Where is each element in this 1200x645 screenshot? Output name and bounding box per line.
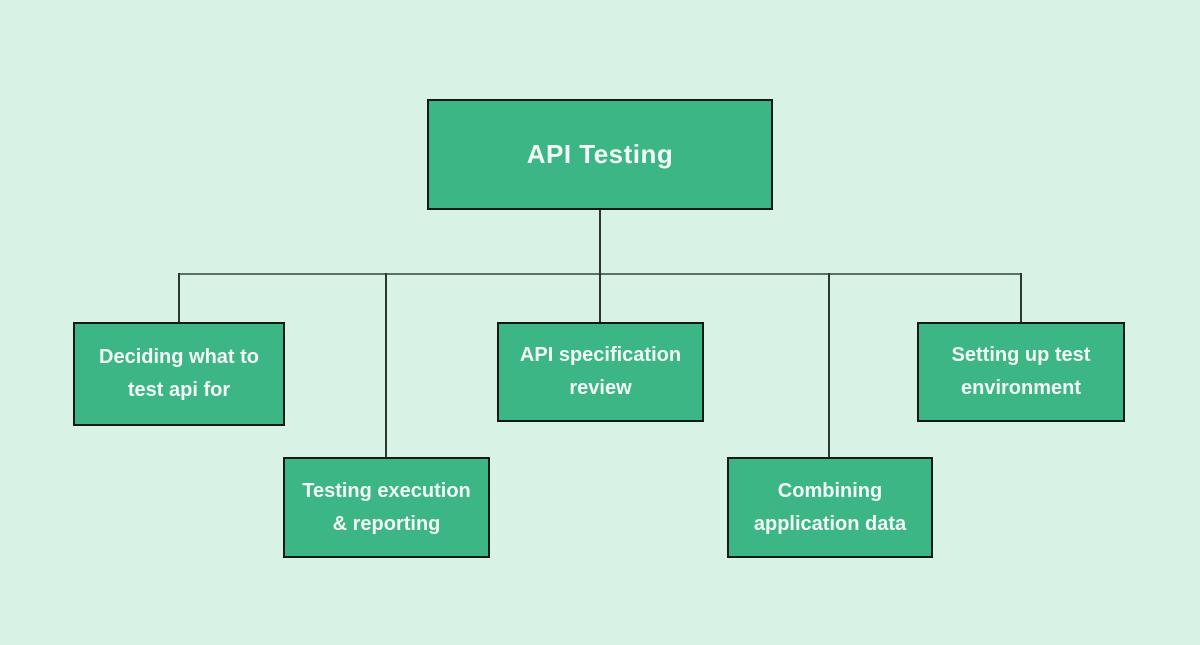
connector-drop-api-specification [599,273,601,323]
node-api-testing-label: API Testing [526,139,674,169]
node-deciding-label: Deciding what to test api for [99,346,259,401]
connector-drop-deciding [178,273,180,323]
node-setting-up-label: Setting up test environment [951,344,1091,399]
connector-drop-setting-up [1020,273,1022,323]
node-api-specification-review: API specification review [497,322,704,422]
node-combining-label: Combining application data [753,479,907,535]
node-deciding-what-to-test-api-for: Deciding what to test api for [73,322,285,426]
connector-drop-testing-execution [385,273,387,458]
connector-drop-combining [828,273,830,458]
connector-root-stem [599,210,601,274]
node-api-testing: API Testing [427,99,773,210]
node-api-specification-label: API specification review [519,344,682,399]
node-combining-application-data: Combining application data [727,457,933,558]
node-setting-up-test-environment: Setting up test environment [917,322,1125,422]
node-testing-execution-label: Testing execution & reporting [302,479,471,535]
node-testing-execution-reporting: Testing execution & reporting [283,457,490,558]
